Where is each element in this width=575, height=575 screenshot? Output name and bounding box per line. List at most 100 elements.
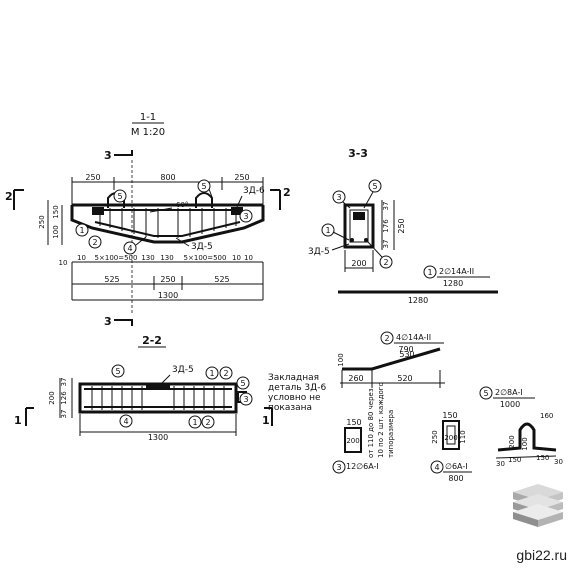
- s33-dim-200: 200: [351, 259, 366, 268]
- mark-4: 4: [127, 244, 132, 253]
- bar-4-detail: 150 250 200 110 4 ∅6A-I 800: [430, 411, 472, 483]
- cut-2-right-label: 2: [283, 186, 291, 199]
- site-watermark: gbi22.ru: [516, 547, 567, 563]
- bar1-len: 1280: [443, 279, 463, 288]
- note-line-4: показана: [268, 403, 312, 413]
- s33-embed-3d-5: 3Д-5: [308, 247, 330, 257]
- dim-total-1300: 1300: [158, 291, 178, 300]
- s22-mark-5-b: 5: [240, 379, 245, 388]
- bar3-note-3: типоразмера: [387, 410, 395, 458]
- note-line-3: условно не: [268, 393, 321, 403]
- s33-dim-37a: 37: [382, 202, 390, 211]
- s33-mark-1: 1: [325, 226, 330, 235]
- section-1-1: 1-1 М 1:20 3 3 2 2 250 800 250 250 100 1…: [5, 112, 291, 328]
- dim-row1-130b: 130: [160, 254, 173, 262]
- bar1-mark: 1: [427, 268, 432, 277]
- bar3-spec: 12∅6A-I: [346, 462, 379, 471]
- bar-1-detail: 1 2∅14A-II 1280 1280: [338, 265, 498, 305]
- dim-left-250: 250: [38, 215, 46, 228]
- bar-3-detail: 150 200 3 12∅6A-I от 110 до 80 через 10 …: [332, 382, 395, 474]
- s33-mark-3: 3: [336, 193, 341, 202]
- bar4-spec: ∅6A-I: [445, 462, 468, 471]
- bar5-mark: 5: [483, 389, 488, 398]
- note-line-2: деталь 3Д-6: [268, 383, 326, 393]
- dim-left-150: 150: [52, 205, 60, 218]
- s22-embed-3d-5: 3Д-5: [172, 365, 194, 375]
- s22-mark-2-b: 2: [205, 418, 210, 427]
- s22-mark-2-a: 2: [223, 369, 228, 378]
- bar-2-detail: 2 4∅14A-II 790 530 260 520 100: [337, 331, 445, 388]
- bar5-dim-200: 200: [508, 435, 516, 448]
- angle-60: 60°: [176, 201, 188, 209]
- section-3-3: 3-3 3 5 1 3Д-5 2 37 176 37 250 200: [308, 147, 406, 272]
- bar4-w: 150: [442, 411, 457, 420]
- bar3-note-1: от 110 до 80 через: [367, 388, 375, 458]
- s22-dim-200: 200: [48, 391, 56, 404]
- s22-mark-4: 4: [123, 417, 128, 426]
- note-line-1: Закладная: [268, 373, 319, 383]
- mark-2: 2: [92, 238, 97, 247]
- bar3-mark: 3: [336, 463, 341, 472]
- bar5-dim-100: 100: [521, 437, 529, 450]
- bar3-note-2: 10 по 2 шт. каждого: [377, 382, 385, 458]
- s22-dim-37a: 37: [60, 378, 68, 387]
- mark-3: 3: [243, 212, 248, 221]
- bar2-len: 790: [398, 345, 413, 354]
- mark-1: 1: [79, 226, 84, 235]
- cut-1-left-label: 1: [14, 414, 22, 427]
- stacked-blocks-logo-icon: [513, 484, 563, 527]
- dim-row1-10a: 10: [59, 259, 68, 267]
- dim-row1-500a: 5×100=500: [95, 254, 138, 262]
- embed-3d-5: 3Д-5: [191, 242, 213, 252]
- s22-dim-37b: 37: [60, 410, 68, 419]
- bar5-dim-150b: 150: [536, 454, 549, 462]
- cut-2-left-label: 2: [5, 190, 13, 203]
- note-block: Закладная деталь 3Д-6 условно не показан…: [268, 373, 326, 413]
- section-2-2-title: 2-2: [142, 334, 162, 347]
- bar5-dim-150a: 150: [508, 456, 521, 464]
- dim-row1-500b: 5×100=500: [184, 254, 227, 262]
- cut-3-bottom-label: 3: [104, 315, 112, 328]
- bar2-dim-100: 100: [337, 353, 345, 366]
- s33-mark-2: 2: [383, 258, 388, 267]
- bar4-h2: 200: [444, 434, 457, 442]
- section-1-1-title: 1-1: [140, 112, 156, 123]
- bar4-h1: 250: [431, 430, 439, 443]
- bar4-len: 800: [448, 474, 463, 483]
- cut-1-right-label: 1: [262, 414, 270, 427]
- dim-row2-525b: 525: [214, 275, 229, 284]
- dim-top-250-right: 250: [234, 173, 249, 182]
- bar1-spec: 2∅14A-II: [439, 267, 474, 276]
- dim-left-100: 100: [52, 225, 60, 238]
- s22-mark-1-a: 1: [209, 369, 214, 378]
- bar5-len: 1000: [500, 400, 520, 409]
- section-3-3-title: 3-3: [348, 147, 368, 160]
- section-2-2: 2-2 1 1 5 3Д-5 1 2 5 3 4: [14, 334, 273, 442]
- dim-row1-10c: 10: [232, 254, 241, 262]
- bar4-h3: 110: [459, 430, 467, 443]
- s33-dim-176: 176: [382, 219, 390, 233]
- s33-dim-250: 250: [397, 218, 406, 233]
- cut-3-top-label: 3: [104, 149, 112, 162]
- mark-5-a: 5: [117, 192, 122, 201]
- bar2-dim-530: 530: [399, 350, 414, 359]
- s33-dim-37b: 37: [382, 240, 390, 249]
- bar4-mark: 4: [434, 463, 439, 472]
- bar2-dim-260: 260: [348, 374, 363, 383]
- bar3-w: 150: [346, 418, 361, 427]
- bar2-spec: 4∅14A-II: [396, 333, 431, 342]
- s22-mark-5-a: 5: [115, 367, 120, 376]
- section-1-1-scale: М 1:20: [131, 127, 165, 138]
- bar5-dim-160: 160: [540, 412, 553, 420]
- dim-top-250-left: 250: [85, 173, 100, 182]
- bar2-mark: 2: [384, 334, 389, 343]
- dim-top-800: 800: [160, 173, 175, 182]
- dim-row1-10d: 10: [244, 254, 253, 262]
- s22-dim-1300: 1300: [148, 433, 168, 442]
- dim-row2-250: 250: [160, 275, 175, 284]
- bar-5-detail: 5 2∅8A-I 1000 160 100 200 30 150 150 30: [479, 386, 563, 468]
- dim-row1-10b: 10: [77, 254, 86, 262]
- s22-dim-126: 126: [60, 391, 68, 405]
- bar5-dim-30b: 30: [554, 458, 563, 466]
